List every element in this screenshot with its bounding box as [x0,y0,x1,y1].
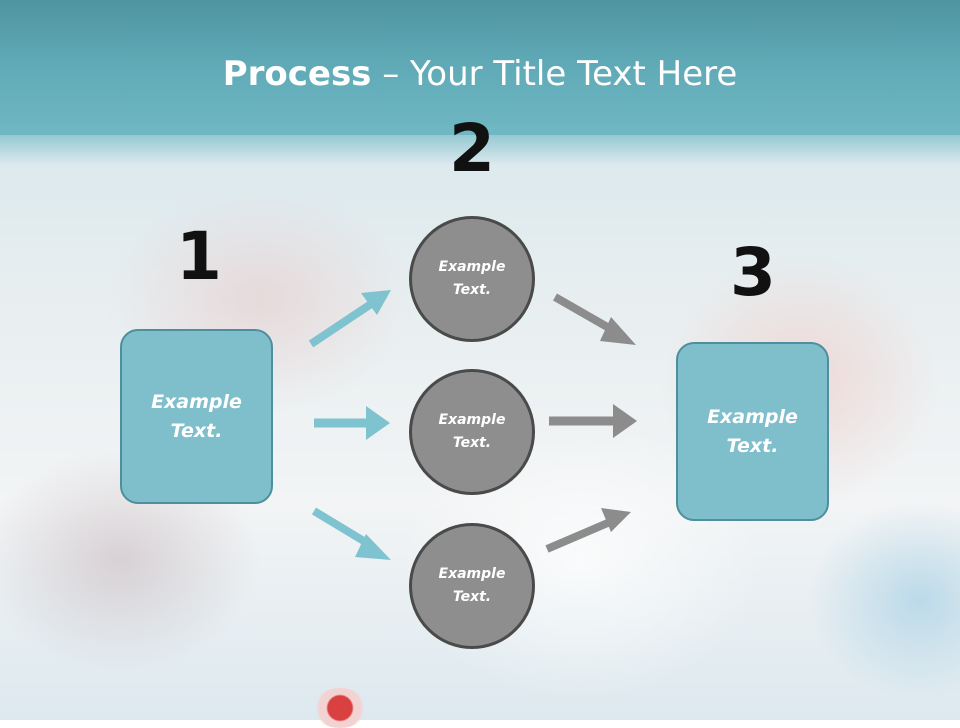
slide-title[interactable]: Process – Your Title Text Here [0,52,960,96]
top-circle-text: Example Text. [438,259,506,298]
left-step-box[interactable]: Example Text. [120,329,273,504]
title-band [0,0,960,135]
arrow-to-top-circle [308,290,391,348]
step-number-3: 3 [730,234,776,311]
arrow-top-circle-to-right-box [553,293,636,345]
bottom-circle-text: Example Text. [438,566,506,605]
title-rest: – Your Title Text Here [371,54,738,94]
step-number-2: 2 [449,110,495,187]
title-bold: Process [222,54,372,94]
arrow-bottom-circle-to-right-box [545,508,631,553]
right-step-box[interactable]: Example Text. [676,342,829,521]
bottom-circle[interactable]: Example Text. [409,523,535,649]
title-band-fade [0,125,960,165]
right-step-box-text: Example Text. [707,405,798,457]
left-step-box-text: Example Text. [151,390,242,442]
middle-circle-text: Example Text. [438,412,506,451]
top-circle[interactable]: Example Text. [409,216,535,342]
step-number-1: 1 [176,218,222,295]
arrow-middle-circle-to-right-box [549,404,637,438]
arrow-to-middle-circle [314,406,390,440]
arrow-to-bottom-circle [311,507,391,560]
middle-circle[interactable]: Example Text. [409,369,535,495]
